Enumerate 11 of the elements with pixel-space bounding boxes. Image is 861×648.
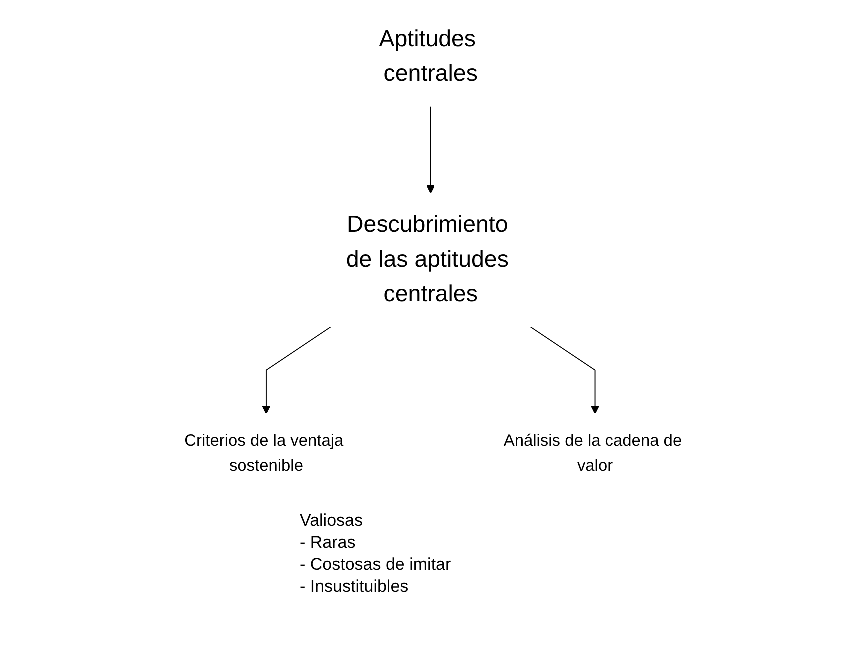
node-text: Criterios de la ventaja sostenible — [184, 431, 344, 474]
list-item: Valiosas — [300, 510, 364, 532]
arrow — [262, 326, 332, 414]
list-item: - Costosas de imitar — [300, 554, 452, 576]
node-text: Descubrimiento de las aptitudes centrales — [346, 212, 509, 308]
node-text: Análisis de la cadena de valor — [503, 431, 682, 474]
list-item: - Raras — [300, 532, 357, 554]
arrow — [530, 326, 600, 414]
arrow — [426, 106, 435, 194]
list-item: - Insustituibles — [300, 576, 410, 598]
node-text: Aptitudes centrales — [378, 26, 478, 88]
